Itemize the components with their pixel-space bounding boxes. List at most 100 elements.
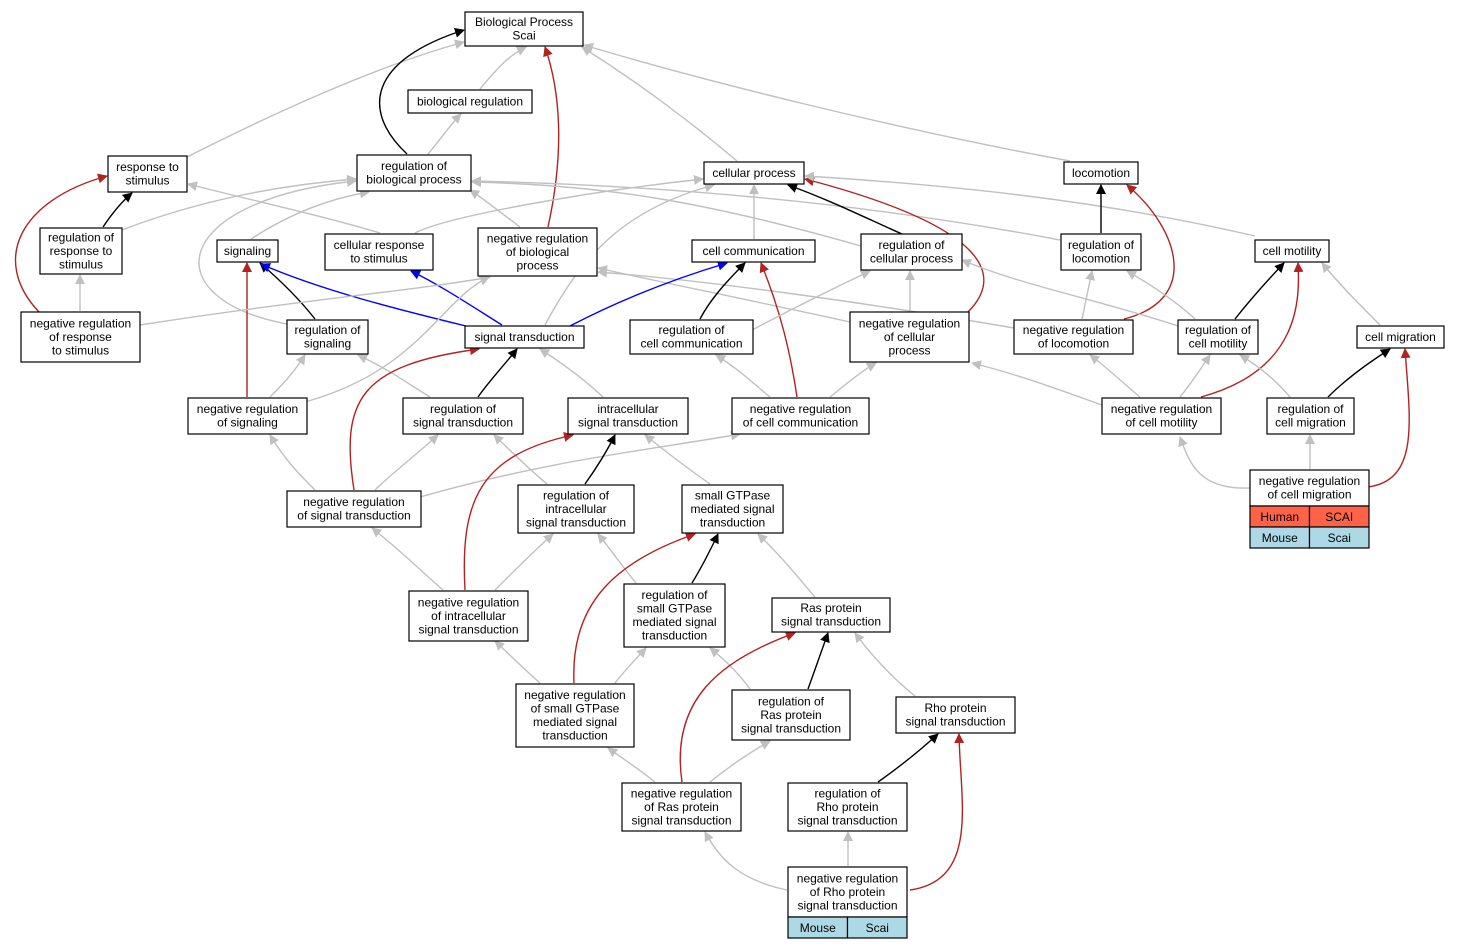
- edge-is-a-negregcellproc-to-negregbio: [597, 265, 851, 323]
- node-label-line: regulation of: [430, 402, 497, 416]
- edge-is-a-negregsmallgtp-to-negregintra: [494, 640, 541, 684]
- go-term-node-sigtrans[interactable]: signal transduction: [464, 325, 585, 349]
- edge-part-of-regrho-to-rho: [877, 733, 939, 783]
- edge-part-of-regcellcomm-to-cellcomm: [699, 262, 746, 320]
- node-label-line: of Ras protein: [644, 800, 719, 814]
- node-label-line: of response: [49, 330, 112, 344]
- edge-is-a-regintra-to-regsigtrans: [493, 434, 548, 485]
- node-label-line: Biological Process: [475, 15, 573, 29]
- node-label-line: Rho protein: [924, 701, 986, 715]
- edge-negatively-regulates-negregras-to-ras: [679, 631, 796, 783]
- node-label-line: stimulus: [125, 174, 169, 188]
- node-label-line: biological regulation: [417, 94, 523, 108]
- node-label-line: cell migration: [1365, 330, 1436, 344]
- species-label: Human: [1260, 510, 1299, 524]
- node-label-line: negative regulation: [631, 786, 732, 800]
- node-label-line: signaling: [304, 337, 351, 351]
- edge-negatively-regulates-negregsmallgtp-to-smallgtp: [573, 532, 696, 684]
- node-box: [408, 590, 529, 642]
- node-label-line: negative regulation: [524, 688, 625, 702]
- node-box: [464, 11, 584, 47]
- node-box: [1249, 469, 1370, 507]
- node-label-line: signal transduction: [797, 813, 897, 827]
- edge-is-a-negregcellmot-to-negregcellproc: [971, 360, 1103, 406]
- edge-part-of-regsigtrans-to-sigtrans: [477, 348, 518, 398]
- edge-is-a-negregcellcomm-to-negregcellproc: [829, 362, 877, 398]
- node-label-line: regulation of: [658, 323, 725, 337]
- edges-layer: [14, 27, 1411, 891]
- gene-symbol-label: Scai: [866, 921, 889, 935]
- node-label-line: cellular process: [870, 252, 953, 266]
- node-label-line: Ras protein: [800, 601, 861, 615]
- go-term-node-signaling[interactable]: signaling: [216, 239, 279, 263]
- species-label: Mouse: [1262, 531, 1298, 545]
- node-label-line: cell communication: [640, 337, 742, 351]
- edge-part-of-regsig-to-signaling: [259, 262, 316, 320]
- node-label-line: of signaling: [217, 416, 278, 430]
- go-term-node-bioreg[interactable]: biological regulation: [407, 89, 533, 114]
- node-label-line: small GTPase: [637, 602, 713, 616]
- node-box: [1254, 239, 1330, 263]
- edge-negatively-regulates-negregintra-to-intrasig: [463, 432, 574, 591]
- go-term-node-cellproc[interactable]: cellular process: [703, 161, 805, 185]
- node-label-line: of biological: [506, 245, 569, 259]
- node-label-line: regulation of: [878, 238, 945, 252]
- node-box: [107, 155, 188, 193]
- node-label-line: regulation of: [294, 323, 361, 337]
- node-box: [629, 319, 754, 355]
- node-label-line: of cell migration: [1267, 488, 1351, 502]
- edge-is-a-negregcellmot-to-regcellmot: [1179, 354, 1211, 398]
- node-label-line: of intracellular: [431, 609, 506, 623]
- go-term-node-cellmot[interactable]: cell motility: [1254, 239, 1330, 263]
- edge-is-a-negregsmallgtp-to-regsmallgtp: [614, 647, 647, 684]
- edge-is-a-negregcellmig-to-negregcellmot: [1178, 436, 1251, 489]
- edge-regulates-sigtrans-to-cellresp: [410, 270, 503, 326]
- go-term-node-cellmig[interactable]: cell migration: [1356, 325, 1445, 349]
- edge-is-a-resp-to-bp: [186, 39, 465, 158]
- node-label-line: signal transduction: [631, 813, 731, 827]
- node-box: [731, 397, 870, 435]
- node-box: [464, 325, 585, 349]
- go-term-node-cellcomm[interactable]: cell communication: [691, 239, 816, 263]
- node-box: [691, 239, 816, 263]
- node-label-line: regulation of: [1185, 323, 1252, 337]
- node-label-line: intracellular: [545, 502, 606, 516]
- edge-is-a-negregresp-to-negregbio: [139, 273, 491, 326]
- node-label-line: cell communication: [702, 244, 804, 258]
- edge-negatively-regulates-negregloco-to-locomotion: [1123, 184, 1175, 320]
- go-term-node-locomotion[interactable]: locomotion: [1063, 161, 1139, 185]
